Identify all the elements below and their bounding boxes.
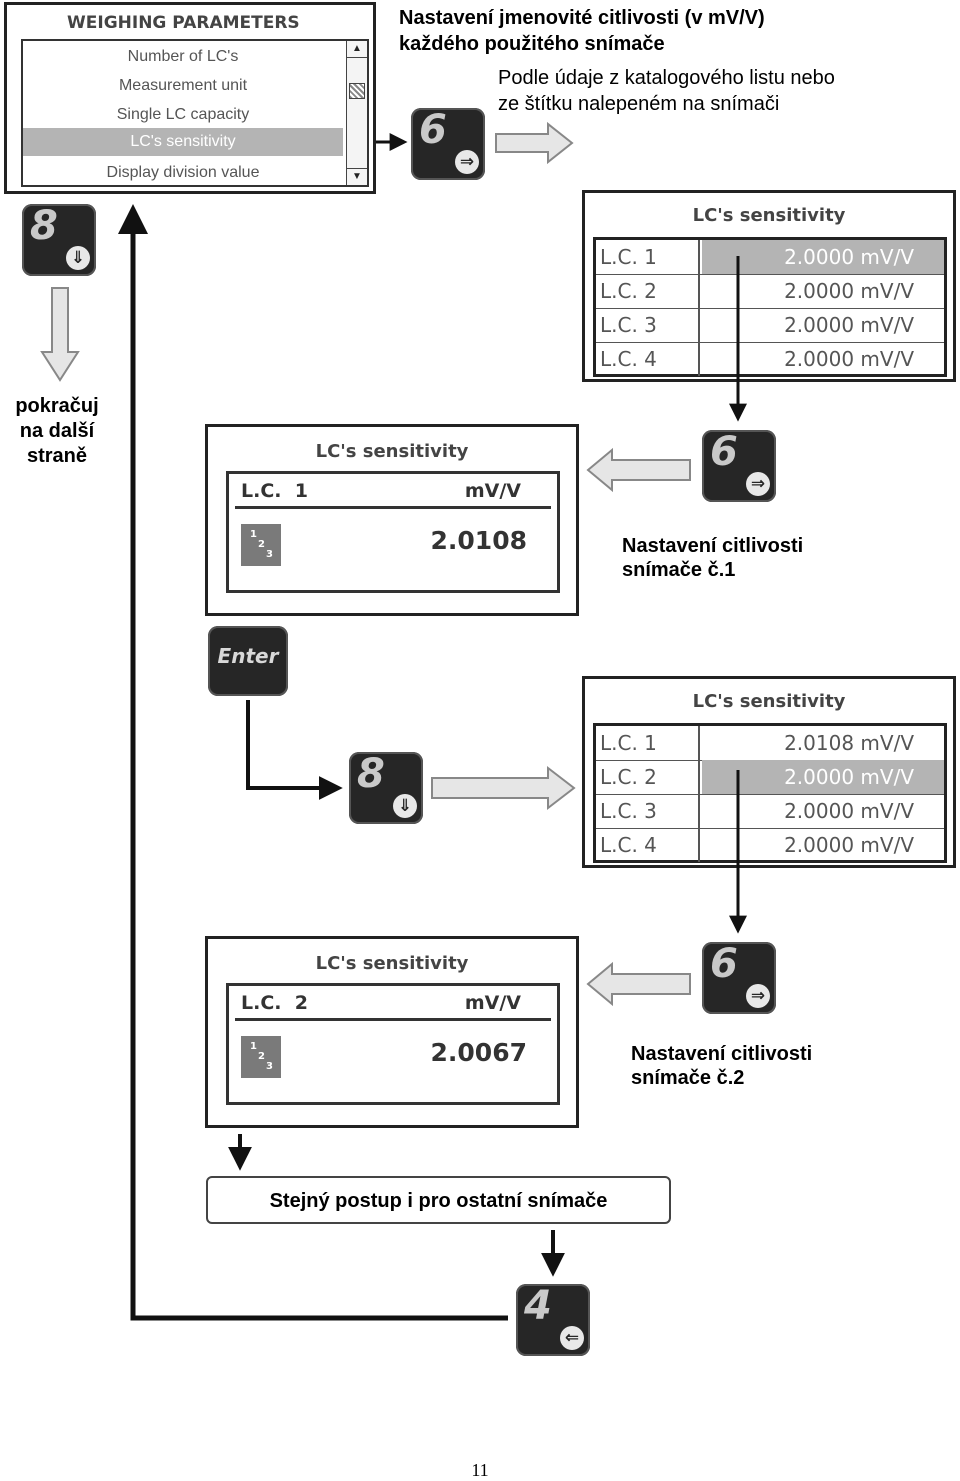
lc-number-label: L.C. 1	[241, 480, 308, 502]
sensitivity-value-input[interactable]: 2.0067	[430, 1038, 527, 1067]
header-caption-line1: Nastavení jmenovité citlivosti (v mV/V)	[399, 7, 765, 29]
menu-list: Number of LC's Measurement unit Single L…	[21, 39, 369, 187]
menu-item-measurement-unit[interactable]: Measurement unit	[118, 77, 248, 94]
menu-scrollbar[interactable]: ▲ ▼	[346, 41, 367, 185]
enter-button[interactable]: Enter	[208, 626, 288, 696]
key-number: 4	[524, 1283, 552, 1329]
edit-box: L.C. 1 mV/V 1 2 3 2.0108	[226, 471, 560, 593]
page-number: 11	[471, 1460, 489, 1480]
menu-item-display-division-value[interactable]: Display division value	[106, 164, 260, 181]
weighing-parameters-screen: WEIGHING PARAMETERS Number of LC's Measu…	[4, 2, 376, 194]
caption-line2: snímače č.1	[622, 559, 736, 581]
key-8-down-button[interactable]: 8 ⇓	[349, 752, 423, 824]
edit-box: L.C. 2 mV/V 1 2 3 2.0067	[226, 983, 560, 1105]
same-procedure-box: Stejný postup i pro ostatní snímače	[206, 1176, 671, 1224]
lc-number-label: L.C. 2	[241, 992, 308, 1014]
arrow-down-icon: ⇓	[66, 246, 90, 270]
key-number: 6	[419, 107, 447, 153]
caption-sensor-2: Nastavení citlivosti snímače č.2	[631, 1042, 956, 1090]
caption-line2: snímače č.2	[631, 1067, 745, 1089]
enter-label: Enter	[217, 644, 279, 668]
edit-title: LC's sensitivity	[315, 441, 469, 462]
key-number: 8	[357, 751, 385, 797]
continue-line3: straně	[26, 445, 88, 467]
scroll-up-icon[interactable]: ▲	[347, 41, 367, 58]
arrow-right-icon: ⇒	[746, 984, 770, 1008]
key-6-right-button[interactable]: 6 ⇒	[411, 108, 485, 180]
menu-item-lcs-sensitivity[interactable]: LC's sensitivity	[23, 128, 343, 156]
edit-title: LC's sensitivity	[315, 953, 469, 974]
menu-title: WEIGHING PARAMETERS	[67, 13, 300, 33]
hollow-arrow-left-low	[586, 961, 691, 1007]
menu-item-number-of-lcs[interactable]: Number of LC's	[127, 48, 239, 65]
header-caption-line2: každého použitého snímače	[399, 33, 665, 55]
caption-line1: Nastavení citlivosti	[631, 1043, 813, 1065]
caption-sensor-1: Nastavení citlivosti snímače č.1	[622, 534, 952, 582]
sensitivity-edit-screen-2: LC's sensitivity L.C. 2 mV/V 1 2 3 2.006…	[205, 936, 579, 1128]
table-title: LC's sensitivity	[692, 205, 846, 226]
key-number: 8	[30, 203, 58, 249]
key-number: 6	[710, 941, 738, 987]
key-6-right-button[interactable]: 6 ⇒	[702, 942, 776, 1014]
same-procedure-text: Stejný postup i pro ostatní snímače	[269, 1190, 608, 1212]
arrow-down-icon: ⇓	[393, 794, 417, 818]
menu-item-single-lc-capacity[interactable]: Single LC capacity	[116, 106, 250, 123]
arrow-right-icon: ⇒	[455, 150, 479, 174]
hollow-arrow-right-mid	[431, 765, 576, 811]
hollow-arrow-right-top	[495, 121, 574, 165]
key-4-left-button[interactable]: 4 ⇐	[516, 1284, 590, 1356]
header-note-line2: ze štítku nalepeném na snímači	[498, 93, 780, 115]
continue-line2: na další	[19, 420, 95, 442]
sensitivity-value-input[interactable]: 2.0108	[430, 526, 527, 555]
scroll-thumb[interactable]	[349, 83, 365, 99]
numpad-icon[interactable]: 1 2 3	[241, 1036, 281, 1078]
scroll-down-icon[interactable]: ▼	[347, 168, 367, 185]
arrow-return-to-menu	[118, 204, 508, 1321]
continue-line1: pokračuj	[15, 395, 99, 417]
numpad-icon[interactable]: 1 2 3	[241, 524, 281, 566]
key-8-down-button[interactable]: 8 ⇓	[22, 204, 96, 276]
sensitivity-edit-screen-1: LC's sensitivity L.C. 1 mV/V 1 2 3 2.010…	[205, 424, 579, 616]
key-6-right-button[interactable]: 6 ⇒	[702, 430, 776, 502]
unit-label: mV/V	[464, 992, 521, 1014]
hollow-arrow-left-mid	[586, 447, 691, 493]
unit-label: mV/V	[464, 480, 521, 502]
arrow-right-icon: ⇒	[746, 472, 770, 496]
continue-note: pokračuj na další straně	[2, 394, 112, 469]
arrow-enter-to-key8	[246, 700, 343, 800]
key-number: 6	[710, 429, 738, 475]
table-title: LC's sensitivity	[692, 691, 846, 712]
divider	[235, 506, 551, 509]
hollow-arrow-down-left	[40, 287, 80, 382]
arrow-left-icon: ⇐	[560, 1326, 584, 1350]
caption-line1: Nastavení citlivosti	[622, 535, 804, 557]
header-note-line1: Podle údaje z katalogového listu nebo	[498, 67, 835, 89]
divider	[235, 1018, 551, 1021]
